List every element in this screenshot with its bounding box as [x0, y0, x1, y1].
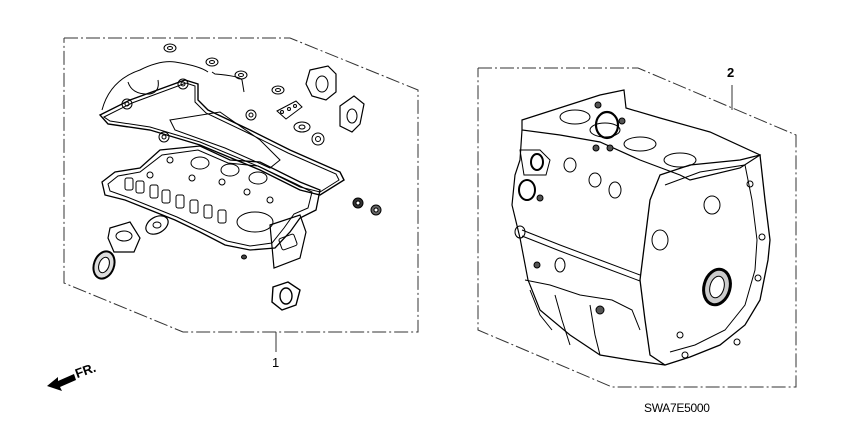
callout-number-2[interactable]: 2: [727, 65, 735, 80]
front-direction-arrow: [47, 374, 76, 391]
diagram-code: SWA7E5000: [644, 401, 710, 415]
callout-number-1[interactable]: 1: [272, 355, 280, 370]
gasket-kit-parts: [92, 43, 382, 311]
short-block-frame: [477, 67, 797, 388]
gasket-kit-frame: [63, 37, 419, 333]
short-block-drawing: [511, 89, 771, 366]
